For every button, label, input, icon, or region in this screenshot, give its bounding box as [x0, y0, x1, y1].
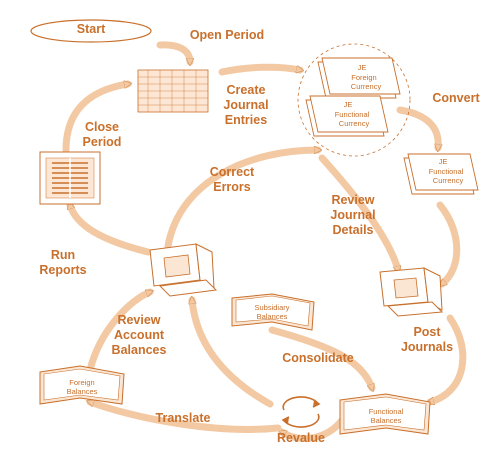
create-journal-entries-label: Create Journal Entries	[223, 83, 269, 127]
start-oval	[30, 19, 152, 43]
arrow-review-to-post	[318, 154, 402, 270]
run-reports-label: Run Reports	[39, 248, 87, 277]
translate-label: Translate	[155, 411, 211, 425]
subsidiary-balances-line2: Balances	[257, 312, 288, 321]
je-functional-document: JE Functional Currency	[305, 95, 389, 137]
arrow-report-to-spreadsheet	[62, 84, 128, 154]
je-converted-line2: Currency	[433, 176, 464, 185]
arrow-start-to-spreadsheet	[156, 41, 190, 62]
je-converted-title: JE	[439, 157, 448, 166]
review-journal-details-label: Review Journal Details	[330, 193, 376, 237]
arrow-je-to-convert	[396, 106, 438, 148]
arrow-post-to-functional-balances	[430, 314, 467, 406]
arrow-consolidate	[268, 326, 376, 388]
computer-icon-review	[149, 243, 218, 297]
subsidiary-balances-book: Subsidiary Balances	[231, 293, 315, 331]
revalue-label: Revalue	[277, 431, 325, 445]
je-foreign-line1: Foreign	[351, 73, 376, 82]
arrow-foreign-to-computer	[86, 288, 150, 374]
foreign-balances-book: Foreign Balances	[39, 365, 125, 405]
je-converted-line1: Functional	[429, 167, 464, 176]
review-account-balances-label: Review Account Balances	[111, 313, 167, 357]
spreadsheet-icon	[137, 69, 209, 113]
je-converted-document: JE Functional Currency	[403, 153, 479, 195]
je-foreign-line2: Currency	[351, 82, 382, 91]
post-journals-label: Post Journals	[400, 325, 454, 354]
revalue-cycle-icon	[281, 396, 321, 428]
arrow-spreadsheet-to-je	[218, 63, 300, 76]
functional-balances-line2: Balances	[371, 416, 402, 425]
arrow-computer-to-report	[66, 205, 152, 256]
je-grouping-circle	[297, 43, 411, 157]
je-functional-line1: Functional	[335, 110, 370, 119]
consolidate-label: Consolidate	[282, 351, 354, 365]
arrow-correct-errors	[164, 150, 318, 250]
computer-icon-post	[379, 267, 444, 317]
je-functional-line2: Currency	[339, 119, 370, 128]
arrow-convert-to-post	[436, 201, 461, 288]
je-foreign-title: JE	[358, 63, 367, 72]
je-functional-title: JE	[344, 100, 353, 109]
convert-label: Convert	[432, 91, 480, 105]
functional-balances-line1: Functional	[369, 407, 404, 416]
flow-arrows	[62, 41, 467, 442]
foreign-balances-line1: Foreign	[69, 378, 94, 387]
arrow-revalue-to-computer	[192, 300, 274, 408]
je-foreign-document: JE Foreign Currency	[317, 57, 401, 99]
report-document-icon	[39, 151, 101, 205]
foreign-balances-line2: Balances	[67, 387, 98, 396]
arrow-translate	[90, 398, 282, 433]
correct-errors-label: Correct Errors	[209, 165, 255, 194]
subsidiary-balances-line1: Subsidiary	[254, 303, 289, 312]
close-period-label: Close Period	[82, 120, 122, 149]
functional-balances-book: Functional Balances	[339, 393, 431, 435]
start-label: Start	[76, 22, 106, 36]
open-period-label: Open Period	[189, 28, 265, 42]
